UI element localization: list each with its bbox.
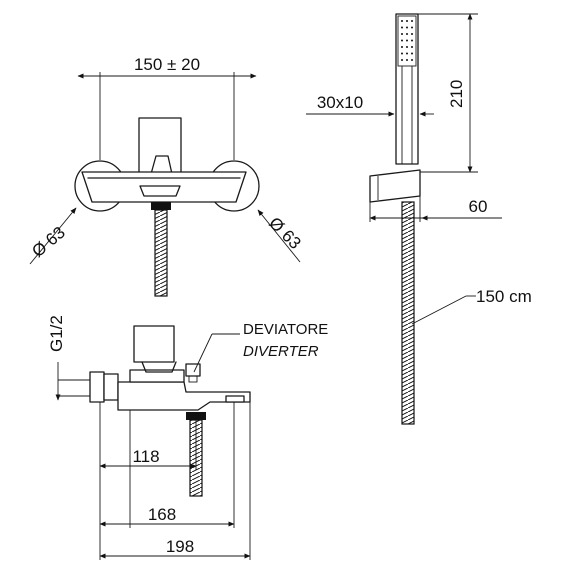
dim-118: 118 (99, 447, 197, 469)
dim-handle-width: 30x10 (306, 93, 434, 117)
front-view: 150 ± 20 Ø 63 Ø 63 (28, 55, 305, 297)
mixer-handle-side (133, 325, 175, 363)
dim-handle-height-label: 210 (447, 80, 466, 108)
dim-198: 198 (99, 537, 251, 559)
spray-nozzle-dot (411, 46, 413, 48)
spray-nozzle-dot (406, 33, 408, 35)
diverter-label-en: DIVERTER (243, 343, 319, 360)
wall-bracket (369, 169, 421, 203)
spray-nozzle-dot (406, 59, 408, 61)
dim-118-label: 118 (132, 447, 159, 466)
mixer-handle (138, 117, 182, 175)
diverter-label-it: DEVIATORE (243, 321, 328, 338)
handle-neck (150, 155, 173, 175)
spray-nozzle-dot (411, 26, 413, 29)
spray-nozzle-dot (401, 26, 403, 29)
hose-connector-side (186, 412, 206, 420)
spray-nozzle-dot (406, 20, 408, 22)
hose-connector (151, 202, 171, 210)
spray-nozzle-dot (401, 46, 403, 48)
shower-hose-front (154, 209, 168, 297)
dim-bracket-label: 60 (469, 197, 488, 216)
dim-top-width-label: 150 ± 20 (134, 55, 200, 74)
spray-nozzle-dot (406, 52, 408, 55)
spray-nozzle-dot (411, 20, 413, 22)
dim-flange-right: Ø 63 (257, 209, 305, 263)
spray-nozzle-dot (406, 46, 408, 48)
spray-nozzle-dot (406, 26, 408, 29)
spray-nozzle-dot (401, 52, 403, 55)
dim-198-label: 198 (166, 537, 194, 556)
spray-nozzles (401, 20, 413, 61)
dim-flange-right-label: Ø 63 (265, 213, 304, 252)
spray-nozzle-dot (406, 39, 408, 42)
spray-nozzle-dot (411, 33, 413, 35)
dim-flange-left-label: Ø 63 (28, 223, 68, 261)
dim-handle-height: 210 (418, 13, 478, 173)
side-view: G1/2 DEVIATORE DIVERTER 118 (47, 315, 328, 560)
spray-nozzle-dot (401, 33, 403, 35)
spray-nozzle-dot (411, 59, 413, 61)
diverter-knob (185, 363, 201, 377)
spray-nozzle-dot (411, 52, 413, 55)
hand-shower-view: 210 30x10 60 150 cm (306, 13, 532, 425)
dim-thread-label: G1/2 (47, 315, 66, 352)
dim-168: 168 (99, 505, 235, 527)
spray-nozzle-dot (401, 59, 403, 61)
spray-nozzle-dot (401, 20, 403, 22)
spray-nozzle-dot (401, 39, 403, 42)
spray-nozzle-dot (411, 39, 413, 42)
hand-shower-body (395, 13, 419, 165)
mixer-body (81, 171, 247, 203)
dim-bracket: 60 (369, 196, 502, 222)
dim-168-label: 168 (148, 505, 176, 524)
spray-face (397, 15, 417, 67)
body-outlet (139, 185, 181, 197)
dim-handle-width-label: 30x10 (317, 93, 363, 112)
shower-hose (401, 201, 415, 425)
dim-top-width: 150 ± 20 (77, 55, 257, 160)
dim-hose-length-label: 150 cm (476, 287, 532, 306)
wall-connector (89, 371, 105, 403)
dim-flange-left: Ø 63 (28, 207, 77, 265)
